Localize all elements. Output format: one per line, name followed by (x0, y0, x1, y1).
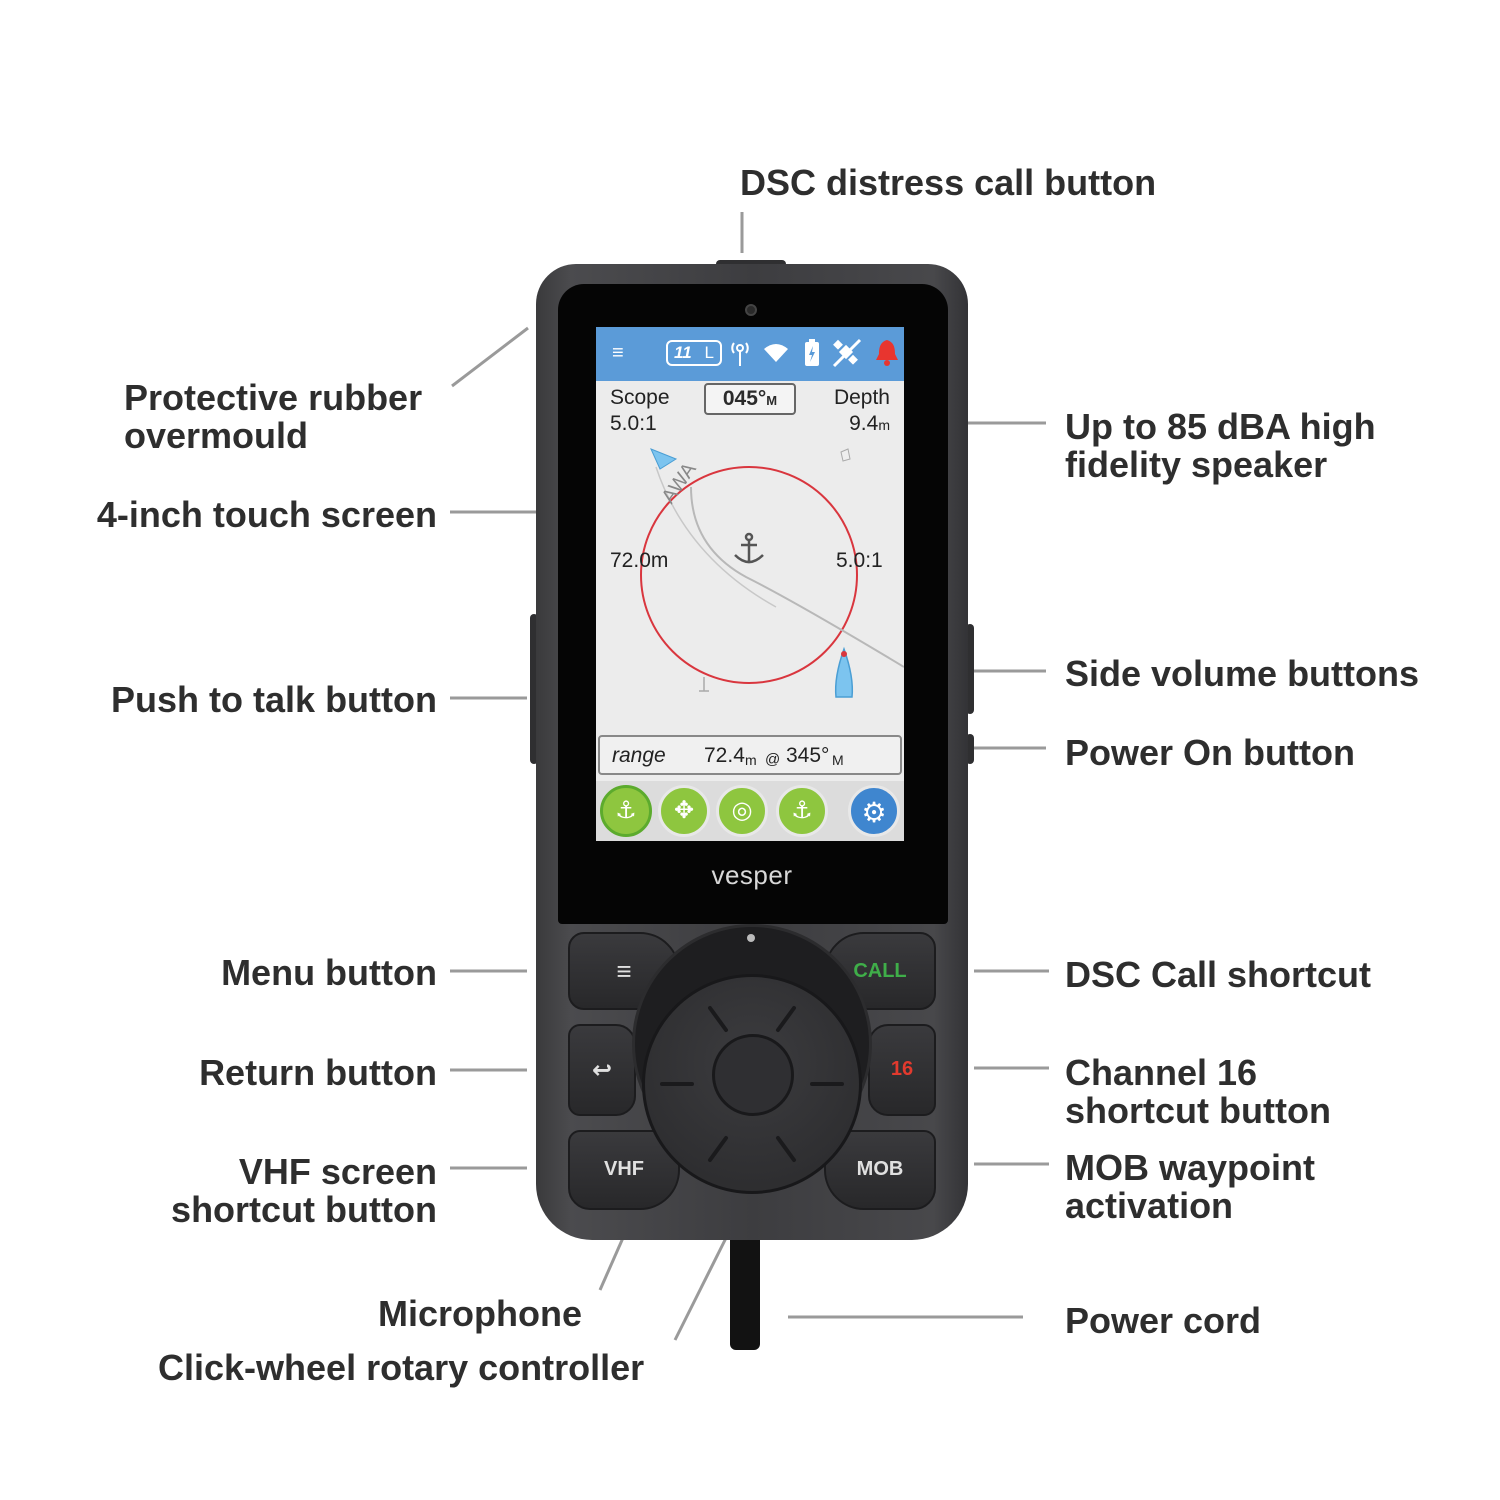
vhf-label: VHF (604, 1158, 644, 1180)
label-dsc-distress: DSC distress call button (740, 162, 1157, 203)
ch16-label: 16 (890, 1058, 914, 1080)
light-sensor (745, 304, 757, 316)
side-volume-buttons[interactable] (966, 624, 974, 714)
ratio-label: 5.0:1 (836, 549, 883, 572)
settings-icon[interactable]: ⚙ (848, 785, 900, 837)
status-bar: ≡ 11 L (596, 327, 904, 381)
range-readout: range 72.4 m @ 345° M (598, 735, 902, 775)
label-menu-button: Menu button (221, 952, 437, 993)
anchor-ghost-icon (699, 677, 709, 692)
label-ch16-1: Channel 16 (1065, 1052, 1258, 1093)
label-overmould-1: Protective rubber (124, 377, 423, 418)
wind-arrow-icon (650, 448, 678, 470)
label-speaker-1: Up to 85 dBA high (1065, 406, 1376, 447)
boat-ghost-icon (840, 448, 851, 462)
radar-icon[interactable]: ◎ (716, 785, 768, 837)
label-ch16-2: shortcut button (1065, 1090, 1331, 1131)
microphone (747, 934, 755, 942)
channel-power: L (704, 343, 714, 362)
drift-icon[interactable]: ✥ (658, 785, 710, 837)
label-mob-1: MOB waypoint (1065, 1147, 1315, 1188)
mob-label: MOB (856, 1158, 904, 1180)
label-vhf-2: shortcut button (171, 1189, 437, 1230)
menu-icon: ≡ (616, 956, 632, 986)
anchor-map[interactable]: AWA 72.0m 5.0:1 (596, 427, 904, 737)
gps-off-icon (832, 338, 862, 368)
wheel-select-button[interactable] (712, 1034, 794, 1116)
return-icon: ↩ (591, 1057, 613, 1084)
heading-value: 045° (722, 387, 767, 410)
label-microphone: Microphone (378, 1293, 582, 1334)
depth-label: Depth (833, 386, 890, 409)
channel-indicator[interactable]: 11 L (666, 340, 722, 366)
heading-display: 045°M (704, 383, 796, 415)
power-on-button[interactable] (966, 734, 974, 764)
leader-overmould (451, 326, 529, 388)
power-cord (730, 1240, 760, 1350)
depth-readout: 9.4m (849, 413, 890, 436)
swing-circle (640, 466, 858, 684)
call-label: CALL (853, 960, 907, 982)
push-to-talk-button[interactable] (530, 614, 538, 764)
scope-value: 5.0:1 (610, 412, 657, 435)
boat-icon (834, 646, 854, 698)
range-value: 72.4 (704, 744, 745, 767)
track-line-2 (655, 466, 777, 608)
radius-label: 72.0m (610, 549, 668, 572)
depth-unit: m (878, 417, 890, 433)
return-button[interactable]: ↩ (568, 1024, 636, 1116)
swing-icon[interactable]: ⚓ (776, 785, 828, 837)
menu-icon[interactable]: ≡ (612, 342, 624, 364)
vhf-handset: ≡ 11 L (530, 260, 974, 1350)
wifi-icon (764, 344, 788, 362)
label-speaker-2: fidelity speaker (1065, 444, 1328, 485)
mode-button-bar: ⚓ ✥ ◎ ⚓ ⚙ (596, 781, 904, 841)
range-at: @ (765, 751, 781, 768)
range-bearing: 345° (786, 744, 830, 767)
label-return-button: Return button (199, 1052, 437, 1093)
label-side-volume: Side volume buttons (1065, 653, 1420, 694)
brand-logo: vesper (711, 860, 793, 890)
heading-unit: M (766, 393, 778, 408)
channel-number: 11 (674, 343, 692, 362)
depth-value: 9.4 (849, 412, 879, 435)
battery-icon (805, 339, 819, 366)
alarm-bell-icon (876, 340, 898, 366)
label-dsc-call: DSC Call shortcut (1065, 954, 1372, 995)
label-overmould-2: overmould (124, 415, 309, 456)
anchor-icon (734, 532, 764, 564)
label-mob-2: activation (1065, 1185, 1234, 1226)
label-push-to-talk: Push to talk button (111, 679, 437, 720)
range-unit: m (745, 752, 757, 768)
label-power-cord: Power cord (1065, 1300, 1262, 1341)
label-touch-screen: 4-inch touch screen (96, 494, 437, 535)
wheel-markings (660, 1006, 844, 1162)
label-power-on: Power On button (1065, 732, 1355, 773)
track-line (690, 486, 904, 668)
touch-screen[interactable]: ≡ 11 L (596, 327, 904, 841)
channel-16-button[interactable]: 16 (868, 1024, 936, 1116)
label-click-wheel: Click-wheel rotary controller (158, 1347, 645, 1388)
antenna-icon (731, 342, 749, 366)
anchor-watch-icon[interactable]: ⚓ (600, 785, 652, 837)
range-bearing-unit: M (832, 752, 844, 768)
scope-label: Scope (610, 386, 670, 409)
label-vhf-1: VHF screen (238, 1151, 437, 1192)
range-label: range (612, 744, 666, 767)
